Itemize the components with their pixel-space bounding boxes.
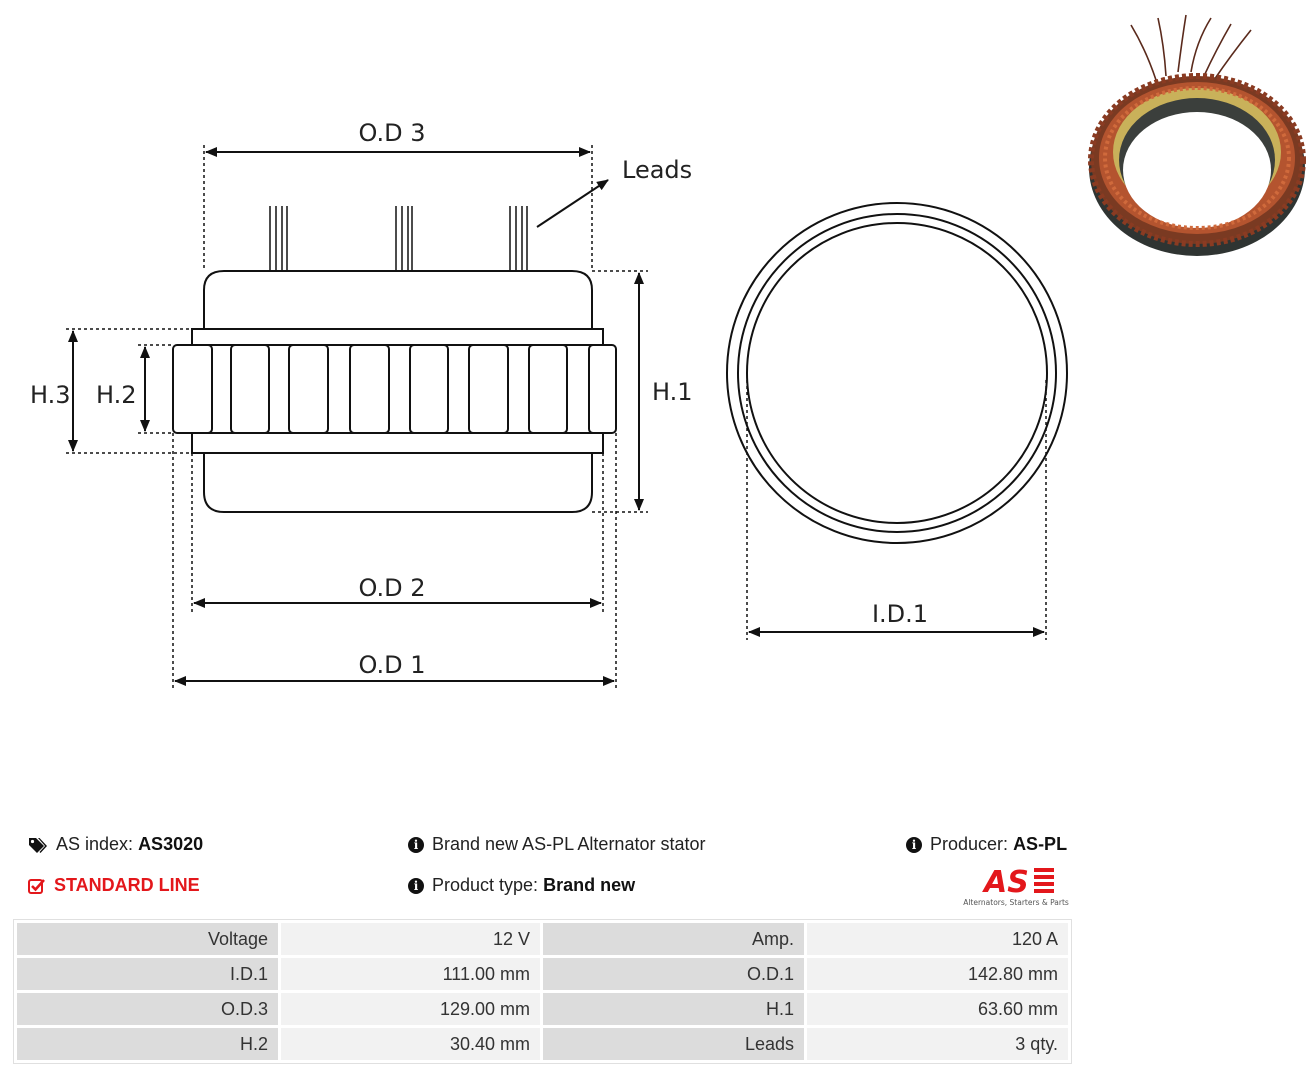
dimension-arrows bbox=[68, 147, 1045, 686]
product-type-value: Brand new bbox=[543, 875, 636, 895]
spec-value: 142.80 mm bbox=[804, 955, 1071, 993]
logo-text: AS bbox=[982, 865, 1029, 900]
technical-drawing: O.D 3 O.D 2 O.D 1 I.D.1 H.1 H.2 H.3 Lead… bbox=[30, 119, 1068, 688]
producer-row: i Producer: AS-PL bbox=[906, 834, 1067, 855]
spec-label: H.2 bbox=[14, 1025, 281, 1063]
tags-icon bbox=[29, 837, 47, 853]
spec-label: Leads bbox=[540, 1025, 807, 1063]
info-circle-icon: i bbox=[906, 836, 922, 853]
spec-label: H.1 bbox=[540, 990, 807, 1028]
spec-label: I.D.1 bbox=[14, 955, 281, 993]
od1-label: O.D 1 bbox=[359, 651, 426, 679]
specs-table: Voltage 12 V Amp. 120 A I.D.1 111.00 mm … bbox=[13, 919, 1072, 1064]
h3-label: H.3 bbox=[30, 381, 71, 409]
standard-line-label: STANDARD LINE bbox=[54, 875, 200, 895]
as-index-value: AS3020 bbox=[138, 834, 204, 854]
as-index-row: AS index: AS3020 bbox=[28, 834, 203, 855]
product-description: Brand new AS-PL Alternator stator bbox=[432, 834, 706, 854]
stator-side-view bbox=[172, 270, 617, 513]
as-index-label: AS index: bbox=[56, 834, 134, 854]
od3-label: O.D 3 bbox=[359, 119, 426, 147]
description-row: i Brand new AS-PL Alternator stator bbox=[408, 834, 705, 855]
table-row: H.2 30.40 mm Leads 3 qty. bbox=[14, 1025, 1071, 1063]
checkbox-icon bbox=[28, 878, 45, 894]
leads-label: Leads bbox=[622, 156, 692, 184]
od2-label: O.D 2 bbox=[359, 574, 426, 602]
spec-label: O.D.1 bbox=[540, 955, 807, 993]
spec-value: 30.40 mm bbox=[278, 1025, 543, 1063]
info-circle-icon: i bbox=[408, 877, 424, 894]
h2-label: H.2 bbox=[96, 381, 137, 409]
spec-label: O.D.3 bbox=[14, 990, 281, 1028]
h1-label: H.1 bbox=[652, 378, 693, 406]
spec-value: 12 V bbox=[278, 920, 543, 958]
spec-value: 63.60 mm bbox=[804, 990, 1071, 1028]
table-row: O.D.3 129.00 mm H.1 63.60 mm bbox=[14, 990, 1071, 1028]
spec-label: Voltage bbox=[14, 920, 281, 958]
spec-value: 3 qty. bbox=[804, 1025, 1071, 1063]
table-row: Voltage 12 V Amp. 120 A bbox=[14, 920, 1071, 958]
product-type-row: i Product type: Brand new bbox=[408, 875, 635, 896]
spec-value: 120 A bbox=[804, 920, 1071, 958]
spec-value: 111.00 mm bbox=[278, 955, 543, 993]
as-pl-logo: AS Alternators, Starters & Parts bbox=[963, 865, 1069, 907]
spec-value: 129.00 mm bbox=[278, 990, 543, 1028]
id1-label: I.D.1 bbox=[872, 600, 928, 628]
stator-front-view bbox=[726, 202, 1068, 544]
info-circle-icon: i bbox=[408, 836, 424, 853]
standard-line-row: STANDARD LINE bbox=[28, 875, 200, 896]
spec-label: Amp. bbox=[540, 920, 807, 958]
producer-label: Producer: bbox=[930, 834, 1009, 854]
table-row: I.D.1 111.00 mm O.D.1 142.80 mm bbox=[14, 955, 1071, 993]
product-type-label: Product type: bbox=[432, 875, 539, 895]
producer-value: AS-PL bbox=[1013, 834, 1068, 854]
lead-wires bbox=[269, 206, 528, 271]
logo-tagline: Alternators, Starters & Parts bbox=[963, 898, 1069, 907]
product-photo bbox=[1086, 10, 1308, 260]
